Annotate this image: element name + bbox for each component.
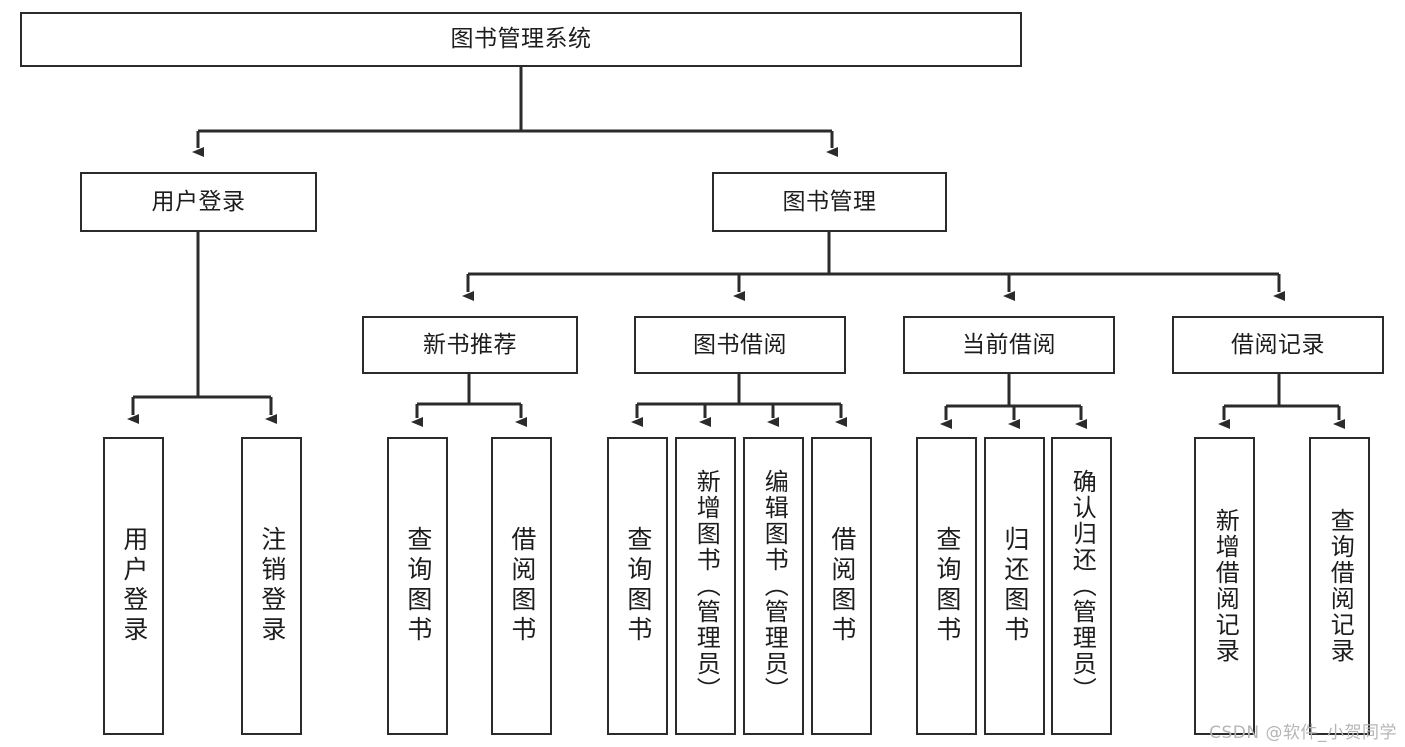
node-book-management[interactable]: 图书管理 bbox=[712, 172, 947, 232]
node-label: 查询图书 bbox=[403, 526, 433, 646]
node-label: 新增借阅记录 bbox=[1211, 508, 1240, 664]
node-label: 查询图书 bbox=[932, 526, 962, 646]
leaf-edit-book-admin[interactable]: 编辑图书（管理员） bbox=[743, 437, 804, 735]
node-label: 图书管理 bbox=[782, 188, 877, 215]
leaf-confirm-return-admin[interactable]: 确认归还（管理员） bbox=[1051, 437, 1112, 735]
leaf-add-book-admin[interactable]: 新增图书（管理员） bbox=[675, 437, 736, 735]
node-label: 新增图书（管理员） bbox=[692, 469, 721, 703]
node-book-borrow[interactable]: 图书借阅 bbox=[634, 316, 846, 374]
leaf-return-book[interactable]: 归还图书 bbox=[984, 437, 1045, 735]
node-label: 当前借阅 bbox=[962, 331, 1056, 358]
leaf-borrow-book-recommend[interactable]: 借阅图书 bbox=[491, 437, 552, 735]
node-current-borrow[interactable]: 当前借阅 bbox=[903, 316, 1115, 374]
leaf-query-book-current[interactable]: 查询图书 bbox=[916, 437, 977, 735]
node-label: 新书推荐 bbox=[423, 331, 517, 358]
leaf-query-book-recommend[interactable]: 查询图书 bbox=[387, 437, 448, 735]
leaf-user-login[interactable]: 用户登录 bbox=[103, 437, 164, 735]
leaf-query-borrow-record[interactable]: 查询借阅记录 bbox=[1309, 437, 1370, 735]
node-label: 用户登录 bbox=[119, 526, 149, 646]
node-label: 注销登录 bbox=[257, 526, 287, 646]
node-label: 确认归还（管理员） bbox=[1068, 469, 1097, 703]
node-label: 图书借阅 bbox=[693, 331, 787, 358]
node-label: 借阅图书 bbox=[507, 526, 537, 646]
node-label: 查询借阅记录 bbox=[1326, 508, 1355, 664]
node-label: 查询图书 bbox=[623, 526, 653, 646]
node-label: 归还图书 bbox=[1000, 526, 1030, 646]
leaf-query-book-borrow[interactable]: 查询图书 bbox=[607, 437, 668, 735]
node-label: 借阅图书 bbox=[827, 526, 857, 646]
node-root-system[interactable]: 图书管理系统 bbox=[20, 12, 1022, 67]
node-label: 图书管理系统 bbox=[450, 26, 592, 53]
node-label: 借阅记录 bbox=[1231, 331, 1325, 358]
node-borrow-record[interactable]: 借阅记录 bbox=[1172, 316, 1384, 374]
leaf-borrow-book[interactable]: 借阅图书 bbox=[811, 437, 872, 735]
node-user-login[interactable]: 用户登录 bbox=[80, 172, 317, 232]
node-label: 编辑图书（管理员） bbox=[760, 469, 789, 703]
node-label: 用户登录 bbox=[151, 188, 246, 215]
leaf-logout[interactable]: 注销登录 bbox=[241, 437, 302, 735]
leaf-add-borrow-record[interactable]: 新增借阅记录 bbox=[1194, 437, 1255, 735]
watermark: CSDN @软件_小贺同学 bbox=[1209, 723, 1397, 743]
node-new-book-recommend[interactable]: 新书推荐 bbox=[362, 316, 578, 374]
